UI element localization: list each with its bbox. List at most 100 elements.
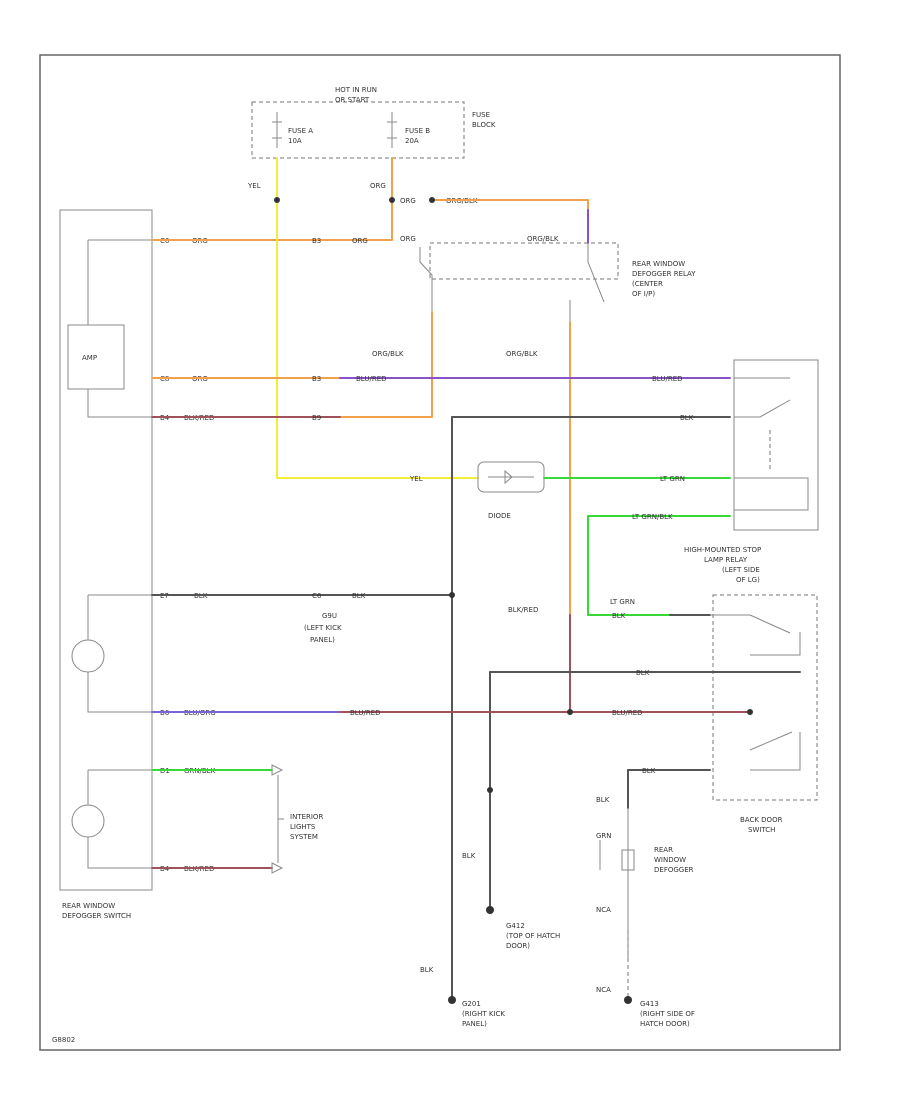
back-door-switch-box [712, 594, 818, 801]
ground-symbol-g201 [448, 996, 456, 1004]
g9u-label-2: (LEFT KICK [304, 624, 342, 632]
defogger-label-1: REAR [654, 846, 673, 854]
fuse-b-amp: 20A [405, 137, 419, 145]
g201-label-2: (RIGHT KICK [462, 1010, 505, 1018]
defogger-switch-box [59, 209, 153, 891]
splice-dot [567, 709, 573, 715]
g412-label-1: G412 [506, 922, 525, 930]
relay-label-2: DEFOGGER RELAY [632, 270, 696, 278]
back-door-label-1: BACK DOOR [740, 816, 783, 824]
connector-arrow-icon [271, 764, 284, 874]
fuse-b-symbol [387, 112, 397, 148]
fuse-b-label: FUSE B [405, 127, 430, 135]
hot-in-run-label: HOT IN RUN [335, 86, 377, 94]
blk-v2-label: BLK [420, 966, 434, 974]
lt-grn-label: LT GRN [660, 475, 685, 483]
blk-6-label: BLK [596, 796, 610, 804]
pin-label: B3 [312, 375, 321, 383]
back-door-label-2: SWITCH [748, 826, 775, 834]
relay-label-4: OF I/P) [632, 290, 655, 298]
pin-wire-label: BLU/RED [612, 709, 643, 717]
blk-red-mid-label: BLK/RED [508, 606, 538, 614]
fuse-a-amp: 10A [288, 137, 302, 145]
diode-icon [488, 469, 534, 485]
yel-mid-label: YEL [409, 475, 423, 483]
nca-1-label: NCA [596, 906, 611, 914]
nca-2-label: NCA [596, 986, 611, 994]
switch-internal-lines-bottom [87, 769, 152, 869]
hot-in-run-label-2: OR START [335, 96, 370, 104]
splice-dot [274, 197, 280, 203]
pin-label: B9 [312, 414, 321, 422]
org-blk-label-b: ORG/BLK [506, 350, 538, 358]
illumination-lamp-icon [71, 804, 105, 838]
defogger-label-2: WINDOW [654, 856, 686, 864]
g9u-label-3: PANEL) [310, 636, 335, 644]
back-door-upper-contact [710, 614, 801, 656]
org-blk-top2-label: ORG/BLK [527, 235, 559, 243]
switch-internal-lines-top [87, 239, 152, 418]
blu-red-right-label: BLU/RED [652, 375, 683, 383]
blk-v1-label: BLK [462, 852, 476, 860]
pin-label: B3 [312, 237, 321, 245]
interior-label-3: SYSTEM [290, 833, 318, 841]
blk-4-label: BLK [636, 669, 650, 677]
hm-relay-contacts [734, 377, 809, 511]
ground-symbol-g412 [486, 906, 494, 914]
interior-label-2: LIGHTS [290, 823, 316, 831]
fuse-block-outline [251, 101, 465, 159]
g412-label-2: (TOP OF HATCH [506, 932, 560, 940]
amp-label: AMP [82, 354, 97, 362]
switch-label-2: DEFOGGER SWITCH [62, 912, 131, 920]
wire-org-blk-left [151, 311, 433, 418]
wire-org-top [151, 199, 393, 241]
interior-brace [277, 775, 284, 863]
diagram-code: G8802 [52, 1036, 75, 1044]
defogger-label-3: DEFOGGER [654, 866, 694, 874]
indicator-lamp-icon [71, 639, 105, 673]
ground-symbol-g413 [624, 996, 632, 1004]
org-mid-label: ORG [400, 235, 416, 243]
fuse-block-label-2: BLOCK [472, 121, 496, 129]
splice-dot [429, 197, 435, 203]
lt-grn-blk-label: LT GRN/BLK [632, 513, 673, 521]
wire-org-blk-to-relay [431, 199, 589, 244]
lt-grn-2-label: LT GRN [610, 598, 635, 606]
pin-label: C6 [312, 592, 322, 600]
hm-label-4: OF LG) [736, 576, 760, 584]
g413-label-1: G413 [640, 1000, 659, 1008]
splice-dot [449, 592, 455, 598]
relay-contact-arm [587, 243, 605, 303]
org-blk-label-a: ORG/BLK [372, 350, 404, 358]
blk-right-label: BLK [680, 414, 694, 422]
amp-box [67, 324, 125, 390]
g413-label-2: (RIGHT SIDE OF [640, 1010, 695, 1018]
g201-label-1: G201 [462, 1000, 481, 1008]
diagram-frame [39, 54, 841, 1051]
interior-label-1: INTERIOR [290, 813, 323, 821]
grn-7-label: GRN [596, 832, 612, 840]
relay-outline [429, 242, 619, 280]
splice-dot [747, 709, 753, 715]
defogger-element-icon [599, 808, 635, 960]
g9u-label-1: G9U [322, 612, 337, 620]
hm-relay-box [733, 359, 819, 531]
hm-label-1: HIGH-MOUNTED STOP [684, 546, 761, 554]
splice-dot [389, 197, 395, 203]
g201-label-3: PANEL) [462, 1020, 487, 1028]
back-door-lower-contact [749, 731, 801, 771]
hm-label-3: (LEFT SIDE [722, 566, 760, 574]
org-top2-label: ORG [400, 197, 416, 205]
relay-label-1: REAR WINDOW [632, 260, 685, 268]
g413-label-3: HATCH DOOR) [640, 1020, 690, 1028]
yel-top-label: YEL [247, 182, 261, 190]
pin-wire-label: BLU/RED [356, 375, 387, 383]
pin-wire-label: BLK [352, 592, 366, 600]
g412-label-3: DOOR) [506, 942, 530, 950]
pin-wire-label: BLU/RED [350, 709, 381, 717]
blk-5-label: BLK [642, 767, 656, 775]
wire-yel [276, 157, 479, 479]
fuse-block-label: FUSE [472, 111, 490, 119]
fuse-a-label: FUSE A [288, 127, 313, 135]
